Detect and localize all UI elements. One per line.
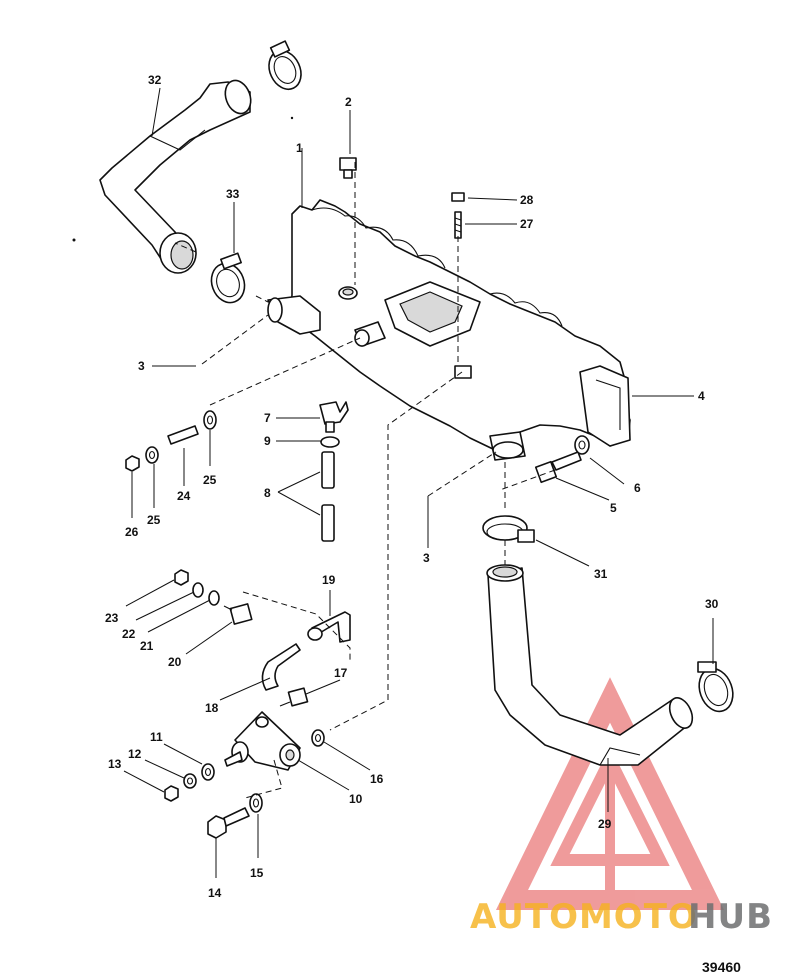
callout-32: 32: [148, 73, 162, 87]
sleeves-8: [321, 451, 335, 542]
washer-22: [192, 582, 204, 598]
callout-8: 8: [264, 486, 271, 500]
hose-clamp-33: [210, 252, 246, 304]
callout-29: 29: [598, 817, 612, 831]
callout-4: 4: [698, 389, 705, 403]
callout-25b: 25: [147, 513, 161, 527]
washer-25-lower: [145, 446, 159, 464]
callout-31: 31: [594, 567, 608, 581]
assembly-lines: [174, 162, 556, 799]
callout-20: 20: [168, 655, 182, 669]
callout-5: 5: [610, 501, 617, 515]
hose-clamp-30: [697, 661, 734, 713]
callout-10: 10: [349, 792, 363, 806]
callout-6: 6: [634, 481, 641, 495]
stud-27-nut-28: [451, 192, 465, 239]
callout-30: 30: [705, 597, 719, 611]
washer-11: [201, 763, 215, 781]
leader-lines: [123, 87, 714, 878]
callout-17: 17: [334, 666, 348, 680]
callout-26: 26: [125, 525, 139, 539]
callout-19: 19: [322, 573, 336, 587]
callout-22: 22: [122, 627, 136, 641]
callout-27: 27: [520, 217, 534, 231]
clamp-9: [320, 436, 340, 448]
washer-12: [183, 773, 197, 789]
callout-28: 28: [520, 193, 534, 207]
hose-clamp-31: [482, 515, 535, 543]
nut-23: [174, 569, 189, 586]
callout-33: 33: [226, 187, 240, 201]
callout-25a: 25: [203, 473, 217, 487]
callout-1: 1: [296, 141, 303, 155]
nut-13: [164, 785, 179, 802]
figure-number: 39460: [702, 959, 741, 975]
callout-15: 15: [250, 866, 264, 880]
washer-16: [311, 729, 325, 747]
callout-11: 11: [150, 730, 163, 744]
callout-labels: 1 2 3 3 4 5 6 7 8 9 10 11 12 13 14 15 16…: [105, 73, 719, 900]
u-bolt-18: [261, 643, 301, 691]
callout-7: 7: [264, 411, 271, 425]
callout-18: 18: [205, 701, 219, 715]
bolt-5-washer-6: [534, 435, 590, 484]
callout-14: 14: [208, 886, 222, 900]
callout-16: 16: [370, 772, 384, 786]
washer-15: [249, 793, 263, 813]
callout-23: 23: [105, 611, 119, 625]
block-17: [279, 687, 309, 707]
mount-bracket-10: [224, 711, 301, 771]
callout-9: 9: [264, 434, 271, 448]
hose-clamp-top: [268, 40, 302, 91]
callout-3a: 3: [138, 359, 145, 373]
hose-29: [486, 564, 694, 766]
watermark-text-part2: HUB: [688, 897, 773, 937]
nut-26: [125, 455, 140, 472]
watermark-logo: [495, 677, 725, 910]
callout-2: 2: [345, 95, 352, 109]
callout-13: 13: [108, 757, 122, 771]
watermark-text-part1: AUTOMOTO: [470, 897, 698, 937]
elbow-fitting-7: [319, 401, 349, 433]
bracket-19: [307, 611, 351, 643]
callout-3b: 3: [423, 551, 430, 565]
stud-24: [167, 425, 199, 445]
bolt-14: [207, 807, 250, 839]
exhaust-manifold: [267, 199, 631, 461]
callout-24: 24: [177, 489, 191, 503]
callout-12: 12: [128, 747, 142, 761]
washer-21: [208, 590, 220, 606]
block-20: [223, 603, 253, 625]
callout-21: 21: [140, 639, 154, 653]
washer-25-upper: [203, 410, 217, 430]
drain-plug-2: [339, 157, 357, 179]
watermark-text: AUTOMOTO HUB: [470, 897, 773, 937]
hose-32: [99, 79, 252, 274]
